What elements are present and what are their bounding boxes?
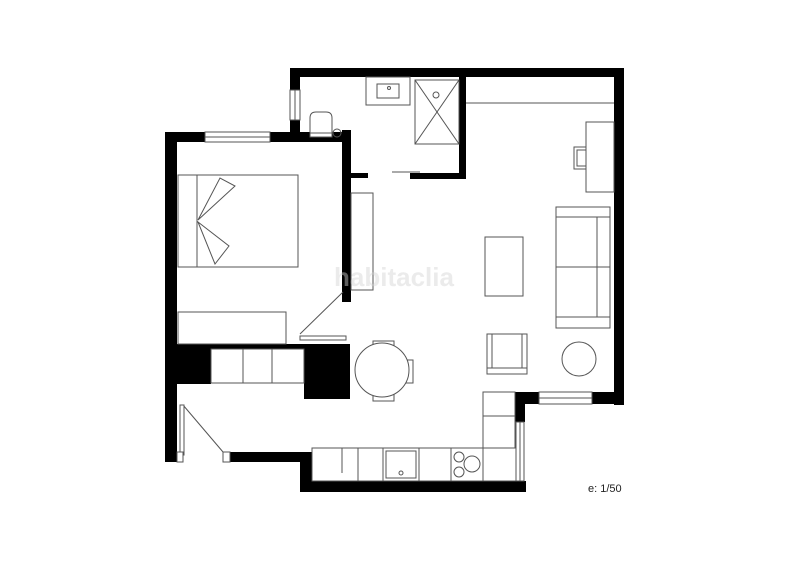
- coffee-table: [484, 236, 524, 297]
- storage-cabinets: [210, 348, 305, 384]
- bedroom: [177, 174, 374, 384]
- side-table: [561, 341, 597, 377]
- washbasin: [376, 83, 400, 99]
- double-bed: [177, 174, 299, 268]
- bathroom: [309, 76, 460, 145]
- bedroom-door: [299, 335, 347, 341]
- watermark: habitaclia: [334, 262, 454, 292]
- armchair: [486, 333, 528, 375]
- cooktop-burner: [453, 466, 465, 478]
- wardrobe: [177, 311, 287, 345]
- doors: [176, 171, 420, 463]
- cooktop-burner: [453, 451, 465, 463]
- desk: [585, 121, 615, 193]
- fridge: [482, 391, 516, 449]
- toilet: [309, 111, 333, 138]
- windows: [204, 89, 593, 482]
- hall-closet: [350, 192, 374, 291]
- round-dining-table: [354, 342, 410, 398]
- kitchen-sink: [385, 450, 417, 479]
- dining: [354, 340, 414, 402]
- living-room: [466, 102, 615, 377]
- entrance-door: [179, 404, 185, 456]
- scale-label: e: 1/50: [588, 483, 622, 495]
- kitchen: [311, 391, 517, 482]
- cooktop-burner: [463, 455, 481, 473]
- walls: [165, 68, 624, 492]
